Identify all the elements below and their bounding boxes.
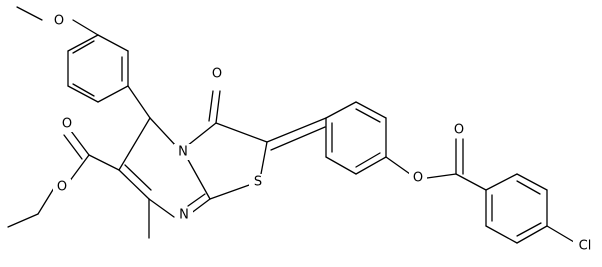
bond-ring2-d: [355, 156, 387, 175]
bond-ring1-f: [67, 34, 99, 52]
bond-ring3-d: [516, 225, 548, 244]
bond-ester-carbonyl-double: [63, 134, 83, 160]
ester-carbonyl-oxygen-label: O: [62, 117, 72, 132]
bond-ring2-o: [385, 156, 411, 175]
n-ring-bg: [174, 144, 192, 160]
bond-ring1-d: [67, 85, 99, 103]
bond-methyl-o: [16, 6, 43, 21]
benzoyl-carbonyl-oxygen-label: O: [454, 123, 464, 138]
bond-layer: [7, 6, 575, 244]
bond-ring3-double-2: [516, 222, 542, 237]
ring-nitrogen-label: N: [178, 145, 188, 160]
sulfur-label: S: [254, 175, 262, 190]
chlorine-label: Cl: [579, 239, 592, 254]
bond-ring3-a: [485, 173, 518, 191]
o-benzoyl-carbonyl-bg: [450, 122, 468, 138]
bond-c3-c2: [215, 122, 268, 143]
bond-ring3-b: [516, 173, 548, 191]
s-ring-bg: [249, 174, 267, 190]
bond-n-c3: [186, 122, 217, 147]
bond-c5-c6: [118, 117, 151, 171]
o-methoxy-bg: [50, 13, 68, 29]
bond-c3-o-double: [208, 90, 214, 122]
cl-bg: [573, 238, 597, 254]
ketone-oxygen-label: O: [212, 67, 222, 82]
bond-c6-c7-double: [124, 164, 152, 191]
bond-o-ethyl: [37, 187, 55, 215]
bond-c3-o: [215, 90, 221, 124]
o-ester-single-bg: [53, 179, 71, 195]
bond-c6-c7: [118, 169, 150, 200]
bond-c7-n2: [148, 198, 175, 218]
bond-ester-single-o: [68, 154, 90, 183]
o-aryl-ester-bg: [409, 170, 427, 186]
bond-aryl-c5: [127, 85, 151, 119]
bond-ring2-double-1: [355, 108, 381, 123]
bond-ethyl-methyl: [7, 213, 39, 228]
bond-c8a-s: [209, 183, 253, 200]
methoxy-oxygen-label: O: [54, 14, 64, 29]
bond-o-carbonyl: [426, 173, 457, 179]
ring-nitrogen-2-label: N: [179, 208, 189, 223]
bond-ring3-e: [485, 225, 518, 244]
bond-ring1-a: [97, 34, 129, 52]
bond-c6-ester-carbon: [88, 154, 120, 171]
bond-ring2-a: [325, 101, 357, 119]
bond-c2-s: [260, 141, 268, 175]
n-ring2-bg: [175, 207, 193, 223]
ester-oxygen-label: O: [57, 180, 67, 195]
bond-o-aryl: [72, 19, 99, 36]
bond-n2-c8a-double: [187, 193, 206, 207]
bond-exocyclic: [266, 117, 327, 143]
bond-ring2-b: [355, 101, 387, 119]
bond-ring1-double-2: [72, 83, 95, 97]
bond-n2-c8a: [189, 198, 211, 215]
bond-ring1-double-3: [72, 40, 95, 54]
bond-exocyclic-double: [270, 126, 326, 151]
bond-ring1-c: [97, 85, 129, 103]
bond-ring3-cl: [546, 225, 575, 243]
atom-label-layer: O O N S N O O O O Cl: [50, 13, 597, 254]
o-ester-carbonyl-bg: [58, 116, 76, 132]
aryl-ester-oxygen-label: O: [413, 171, 423, 186]
o-ketone-bg: [208, 66, 226, 82]
bond-carbonyl-ring3: [455, 173, 487, 191]
bond-ester-carbonyl: [70, 130, 90, 156]
bond-ring2-double-2: [355, 152, 381, 168]
bond-c5-n: [149, 117, 177, 147]
bond-ring2-e: [325, 156, 357, 175]
bond-c8a-n: [185, 155, 211, 200]
bond-ring3-double-1: [516, 180, 541, 195]
